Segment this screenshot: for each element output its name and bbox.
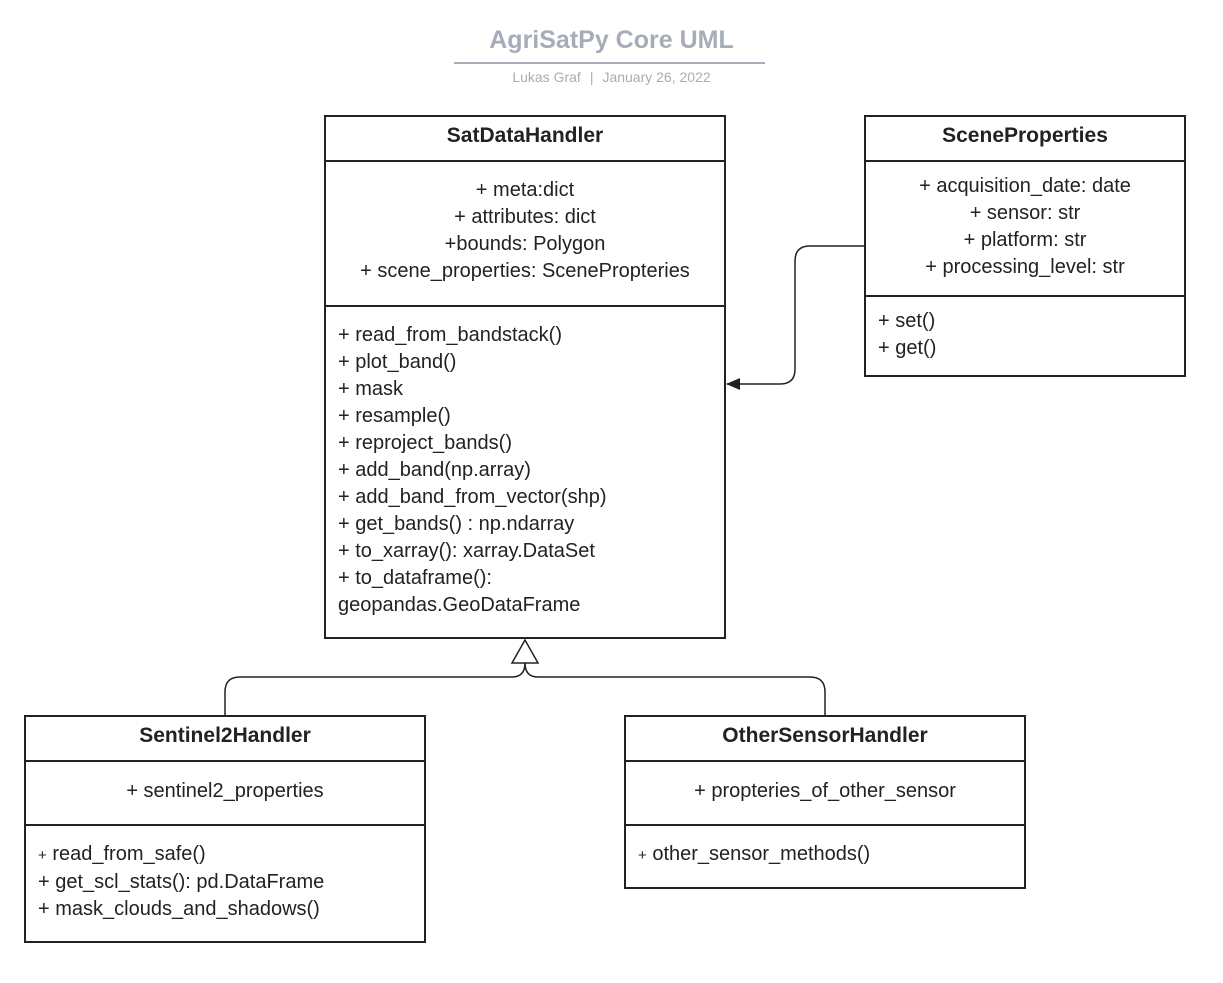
title-underline xyxy=(454,62,765,64)
attributes-compartment: + sentinel2_properties xyxy=(26,762,424,826)
attribute: + sensor: str xyxy=(969,202,1081,224)
class-name: SatDataHandler xyxy=(326,117,724,162)
inheritance-connector-sentinel2 xyxy=(224,662,526,716)
method: + get() xyxy=(878,337,937,359)
attribute: + sentinel2_properties xyxy=(126,780,324,802)
method: + get_bands() : np.ndarray xyxy=(338,513,575,535)
method: + resample() xyxy=(338,405,451,427)
method: + add_band(np.array) xyxy=(338,459,531,481)
method: + reproject_bands() xyxy=(338,432,512,454)
class-name: OtherSensorHandler xyxy=(626,717,1024,762)
method: + read_from_bandstack() xyxy=(338,324,563,346)
class-other-sensor-handler[interactable]: OtherSensorHandler + propteries_of_other… xyxy=(624,715,1026,889)
methods-compartment: + read_from_bandstack() + plot_band() + … xyxy=(326,307,724,619)
attribute: + processing_level: str xyxy=(925,256,1125,278)
method: + read_from_safe() xyxy=(38,841,424,869)
attribute: + platform: str xyxy=(963,229,1087,251)
methods-compartment: + read_from_safe() + get_scl_stats(): pd… xyxy=(26,826,424,923)
method-visibility: + xyxy=(638,847,647,864)
method: + add_band_from_vector(shp) xyxy=(338,486,607,508)
method-text: other_sensor_methods() xyxy=(646,843,871,865)
class-name: Sentinel2Handler xyxy=(26,717,424,762)
method: + set() xyxy=(878,310,936,332)
attribute: + scene_properties: ScenePropteries xyxy=(360,260,690,282)
method: + to_dataframe(): geopandas.GeoDataFrame xyxy=(338,567,581,616)
class-sat-data-handler[interactable]: SatDataHandler + meta:dict + attributes:… xyxy=(324,115,726,639)
attributes-compartment: + meta:dict + attributes: dict +bounds: … xyxy=(326,162,724,307)
attributes-compartment: + acquisition_date: date + sensor: str +… xyxy=(866,162,1184,297)
attribute: + acquisition_date: date xyxy=(919,175,1131,197)
method: + to_xarray(): xarray.DataSet xyxy=(338,540,595,562)
method: + mask_clouds_and_shadows() xyxy=(38,898,320,920)
generalization-arrowhead xyxy=(510,638,540,664)
method-visibility: + xyxy=(38,847,47,864)
diagram-date: January 26, 2022 xyxy=(602,69,711,85)
attributes-compartment: + propteries_of_other_sensor xyxy=(626,762,1024,826)
author-name: Lukas Graf xyxy=(512,69,581,85)
diagram-subtitle: Lukas Graf | January 26, 2022 xyxy=(0,69,1223,85)
diagram-title: AgriSatPy Core UML xyxy=(489,26,734,54)
class-name: SceneProperties xyxy=(866,117,1184,162)
attribute: +bounds: Polygon xyxy=(444,233,606,255)
inheritance-connector-other-sensor xyxy=(524,662,826,716)
class-scene-properties[interactable]: SceneProperties + acquisition_date: date… xyxy=(864,115,1186,377)
association-connector xyxy=(726,245,865,390)
methods-compartment: + other_sensor_methods() xyxy=(626,826,1024,869)
class-sentinel2-handler[interactable]: Sentinel2Handler + sentinel2_properties … xyxy=(24,715,426,943)
methods-compartment: + set() + get() xyxy=(866,297,1184,362)
attribute: + meta:dict xyxy=(475,179,575,201)
method-text: read_from_safe() xyxy=(46,843,206,865)
attribute: + propteries_of_other_sensor xyxy=(694,780,956,802)
method: + mask xyxy=(338,378,404,400)
attribute: + attributes: dict xyxy=(454,206,596,228)
subtitle-separator: | xyxy=(589,69,594,85)
method: + get_scl_stats(): pd.DataFrame xyxy=(38,871,325,893)
method: + other_sensor_methods() xyxy=(638,841,1024,869)
method: + plot_band() xyxy=(338,351,457,373)
